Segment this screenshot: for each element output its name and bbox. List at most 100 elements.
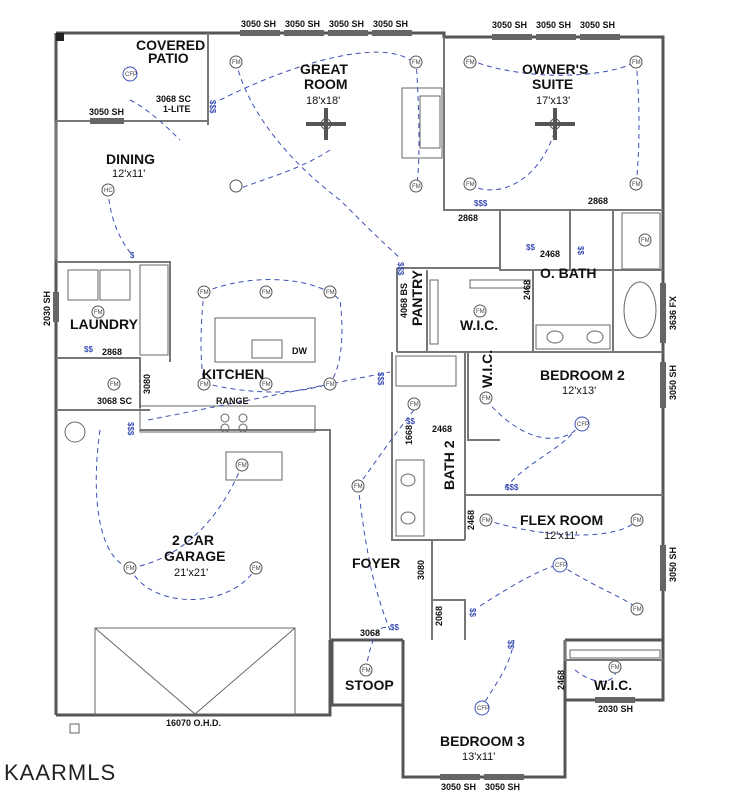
room-laundry: LAUNDRY xyxy=(70,316,139,332)
door-label: 2868 xyxy=(588,196,608,206)
room-wic-owner: W.I.C. xyxy=(460,317,498,333)
window-label: 3050 SH xyxy=(285,19,320,29)
svg-text:FM: FM xyxy=(326,382,335,388)
door-label: 3068 xyxy=(360,628,380,638)
room-garage: GARAGE xyxy=(164,548,225,564)
window-label: 3050 SH xyxy=(668,365,678,400)
svg-text:$$: $$ xyxy=(84,345,93,354)
svg-text:$$: $$ xyxy=(506,640,515,649)
door-label: 2068 xyxy=(434,606,444,626)
svg-text:FM: FM xyxy=(126,566,135,572)
svg-text:FM: FM xyxy=(633,518,642,524)
room-flex-size: 12'x11' xyxy=(544,530,577,542)
room-pantry: PANTRY xyxy=(409,269,425,326)
door-label: 3080 xyxy=(416,560,426,580)
room-great-room: GREAT xyxy=(300,61,348,77)
room-garage-size: 21'x21' xyxy=(174,567,208,579)
door-label: 2468 xyxy=(556,670,566,690)
electrical-runs xyxy=(95,51,640,709)
svg-text:$$$: $$$ xyxy=(505,483,519,492)
door-label: 3068 SC xyxy=(97,396,133,406)
door-label: 3068 SC xyxy=(156,94,192,104)
door-label: 2868 xyxy=(458,213,478,223)
svg-text:FM: FM xyxy=(262,382,271,388)
room-bedroom2-size: 12'x13' xyxy=(562,385,596,397)
exterior-walls xyxy=(54,31,665,779)
svg-text:FM: FM xyxy=(412,184,421,190)
room-flex: FLEX ROOM xyxy=(520,512,603,528)
door-label: 4068 BS xyxy=(399,283,409,318)
door-label: 2868 xyxy=(102,347,122,357)
svg-text:FM: FM xyxy=(611,665,620,671)
svg-text:FM: FM xyxy=(200,382,209,388)
room-kitchen: KITCHEN xyxy=(202,366,264,382)
room-wic-bed3: W.I.C. xyxy=(594,677,632,693)
room-covered-patio: PATIO xyxy=(148,50,189,66)
kaarmls-logo: KAARMLS xyxy=(4,760,117,785)
svg-text:HC: HC xyxy=(104,188,113,194)
svg-text:FM: FM xyxy=(482,396,491,402)
svg-text:FM: FM xyxy=(252,566,261,572)
door-label: 1-LITE xyxy=(163,104,191,114)
door-label: 2468 xyxy=(432,424,452,434)
svg-text:$$$: $$$ xyxy=(376,372,385,386)
svg-text:FM: FM xyxy=(466,60,475,66)
svg-text:FM: FM xyxy=(476,309,485,315)
svg-text:CFP: CFP xyxy=(577,422,589,428)
room-owners-suite: OWNER'S xyxy=(522,61,588,77)
ceiling-fan-icon xyxy=(535,108,575,140)
door-label: 16070 O.H.D. xyxy=(166,718,221,728)
svg-text:$$$: $$$ xyxy=(396,262,405,276)
svg-text:FM: FM xyxy=(410,402,419,408)
room-foyer: FOYER xyxy=(352,555,400,571)
window-label: 3050 SH xyxy=(241,19,276,29)
cfp-markers: CFP CFP CFP CFP HC xyxy=(101,66,590,716)
corner-marker xyxy=(56,33,64,41)
window-label: 3050 SH xyxy=(89,107,124,117)
svg-text:$$: $$ xyxy=(390,623,399,632)
svg-text:$$: $$ xyxy=(468,608,477,617)
svg-text:CFP: CFP xyxy=(477,706,489,712)
svg-text:FM: FM xyxy=(412,60,421,66)
svg-text:FM: FM xyxy=(110,382,119,388)
svg-text:CFP: CFP xyxy=(555,563,567,569)
door-label: 3080 xyxy=(142,374,152,394)
svg-text:FM: FM xyxy=(94,310,103,316)
svg-text:$$$: $$$ xyxy=(474,199,488,208)
svg-text:$$$: $$$ xyxy=(126,422,135,436)
room-bath2: BATH 2 xyxy=(441,440,457,490)
svg-text:FM: FM xyxy=(354,484,363,490)
door-label: DW xyxy=(292,346,307,356)
room-owners-suite: SUITE xyxy=(532,76,573,92)
svg-text:FM: FM xyxy=(200,290,209,296)
room-bedroom2: BEDROOM 2 xyxy=(540,367,625,383)
svg-text:FM: FM xyxy=(482,518,491,524)
svg-text:FM: FM xyxy=(232,60,241,66)
svg-text:FM: FM xyxy=(466,182,475,188)
svg-text:FM: FM xyxy=(632,60,641,66)
svg-text:FM: FM xyxy=(262,290,271,296)
windows xyxy=(53,30,666,780)
window-label: 2030 SH xyxy=(598,704,633,714)
svg-text:$$: $$ xyxy=(526,243,535,252)
room-dining-size: 12'x11' xyxy=(112,168,145,180)
door-labels: 3068 SC 1-LITE 2868 2868 2468 2468 4068 … xyxy=(97,94,608,728)
window-label: 3050 SH xyxy=(485,782,520,792)
room-bedroom3-size: 13'x11' xyxy=(462,751,495,763)
window-label: 2030 SH xyxy=(42,291,52,326)
room-bedroom3: BEDROOM 3 xyxy=(440,733,525,749)
svg-text:CFP: CFP xyxy=(125,72,137,78)
window-label: 3050 SH xyxy=(668,547,678,582)
svg-text:FM: FM xyxy=(362,668,371,674)
window-label: 3050 SH xyxy=(492,20,527,30)
room-dining: DINING xyxy=(106,151,155,167)
door-label: 1668 xyxy=(404,425,414,445)
door-label: 2468 xyxy=(466,510,476,530)
svg-text:FM: FM xyxy=(633,607,642,613)
window-label: 3050 SH xyxy=(580,20,615,30)
svg-text:FM: FM xyxy=(238,463,247,469)
window-label: 3050 SH xyxy=(329,19,364,29)
room-stoop: STOOP xyxy=(345,677,394,693)
room-owners-suite-size: 17'x13' xyxy=(536,95,570,107)
door-label: 2468 xyxy=(522,280,532,300)
